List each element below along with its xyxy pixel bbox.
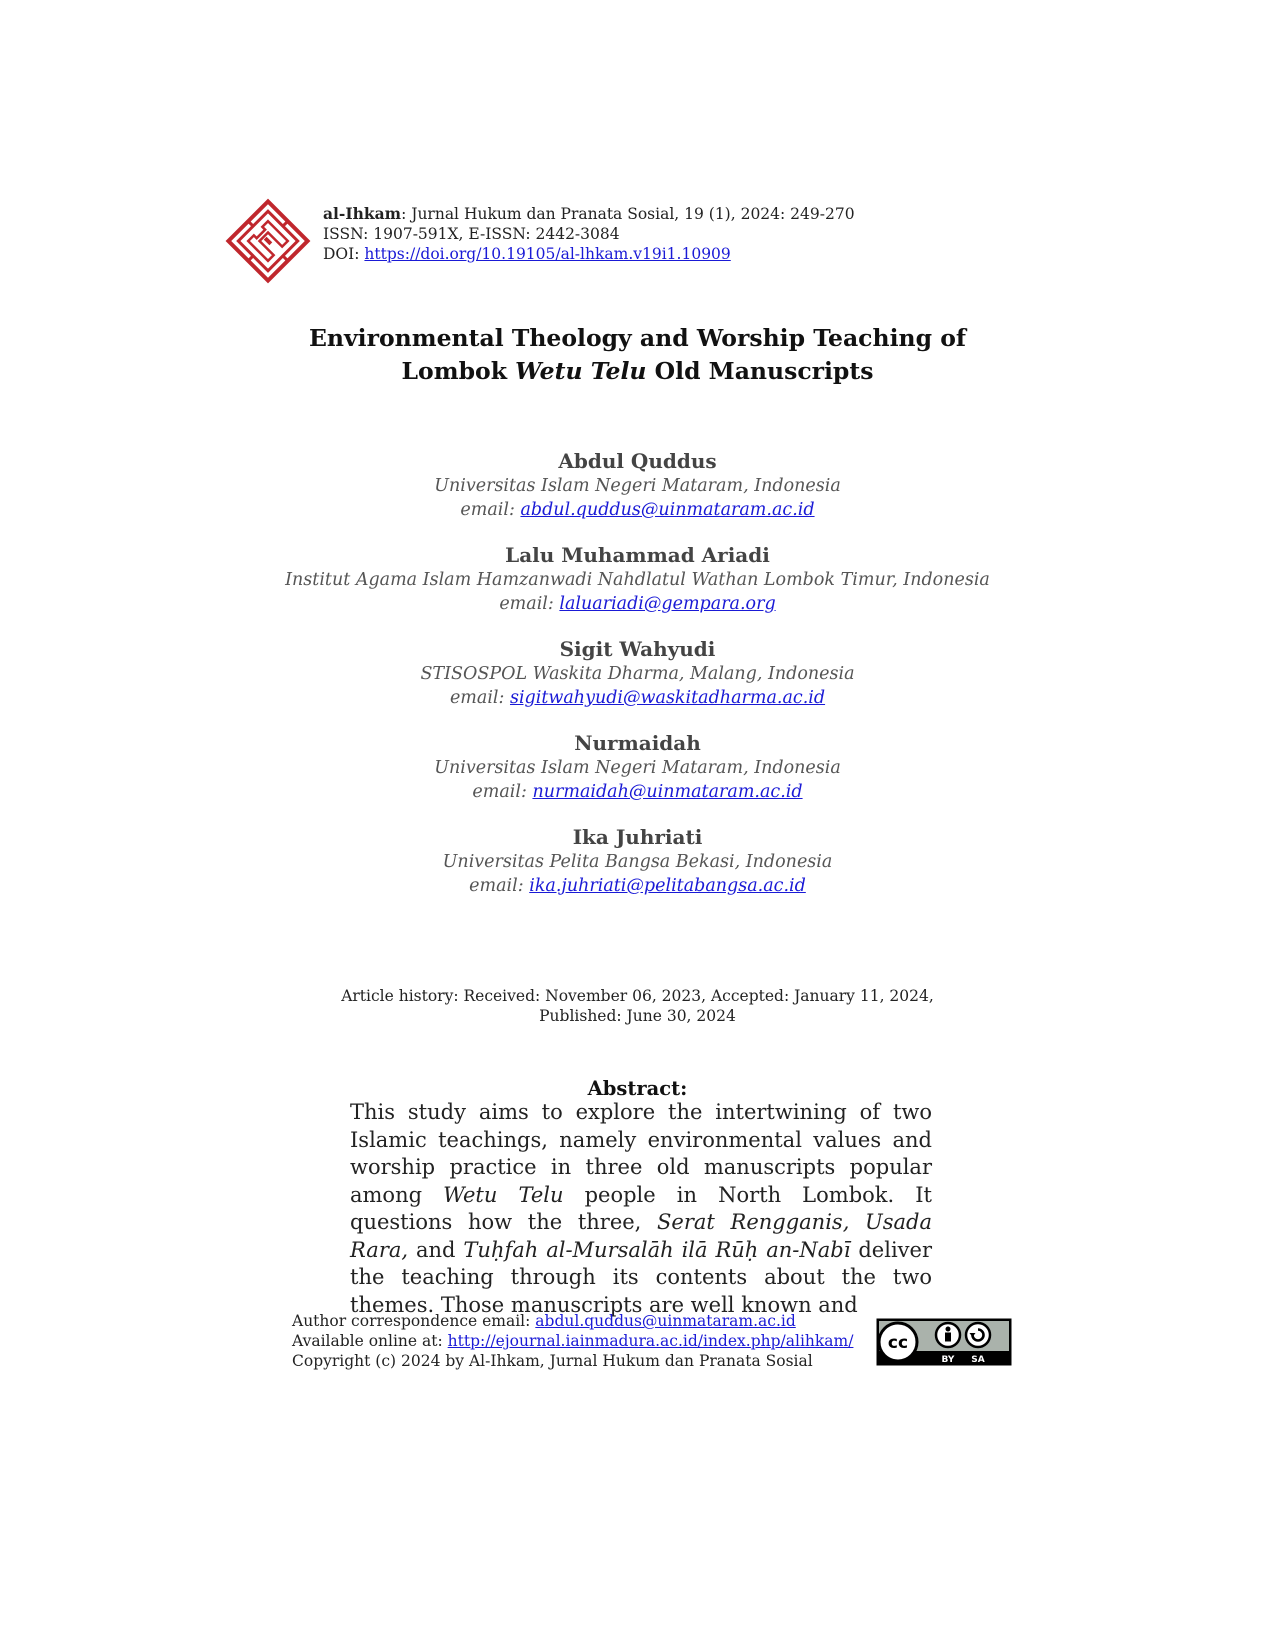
abstract-italic: Tuḥfah al-Mursalāh ilā Rūḥ an-Nabī bbox=[463, 1237, 851, 1262]
journal-logo-icon bbox=[225, 198, 311, 284]
title-line-2: Lombok Wetu Telu Old Manuscripts bbox=[0, 355, 1275, 388]
title-italic-text: Wetu Telu bbox=[515, 357, 647, 385]
paper-title: Environmental Theology and Worship Teach… bbox=[0, 322, 1275, 388]
history-line-2: Published: June 30, 2024 bbox=[539, 1007, 736, 1025]
sa-label: SA bbox=[971, 1355, 984, 1365]
history-line-1: Article history: Received: November 06, … bbox=[341, 987, 934, 1005]
author-block: Abdul Quddus Universitas Islam Negeri Ma… bbox=[0, 448, 1275, 522]
author-block: Ika Juhriati Universitas Pelita Bangsa B… bbox=[0, 824, 1275, 898]
correspondence-email-link[interactable]: abdul.quddus@uinmataram.ac.id bbox=[535, 1312, 796, 1330]
cc-by-sa-license-icon[interactable]: cc BY SA bbox=[876, 1318, 1012, 1366]
email-label: email: bbox=[469, 876, 530, 896]
author-affiliation: Universitas Islam Negeri Mataram, Indone… bbox=[434, 476, 841, 496]
issn-line: ISSN: 1907-591X, E-ISSN: 2442-3084 bbox=[323, 225, 620, 243]
author-email-line: email: abdul.quddus@uinmataram.ac.id bbox=[0, 498, 1275, 522]
journal-volume: : Jurnal Hukum dan Pranata Sosial, 19 (1… bbox=[401, 205, 855, 223]
abstract-italic: Serat Rengganis, Usada Rara, bbox=[350, 1210, 933, 1262]
author-affiliation: Universitas Pelita Bangsa Bekasi, Indone… bbox=[442, 852, 833, 872]
author-email-link[interactable]: sigitwahyudi@waskitadharma.ac.id bbox=[509, 688, 826, 708]
email-label: email: bbox=[460, 500, 521, 520]
author-name: Abdul Quddus bbox=[558, 449, 717, 473]
email-label: email: bbox=[449, 688, 510, 708]
share-alike-icon bbox=[964, 1321, 992, 1349]
article-history: Article history: Received: November 06, … bbox=[0, 986, 1275, 1026]
abstract-segment: deliver the teaching through its content… bbox=[350, 1237, 932, 1317]
author-affiliation: Institut Agama Islam Hamzanwadi Nahdlatu… bbox=[285, 570, 990, 590]
title-line-1: Environmental Theology and Worship Teach… bbox=[309, 324, 966, 352]
author-affiliation: STISOSPOL Waskita Dharma, Malang, Indone… bbox=[420, 664, 855, 684]
doi-line: DOI: https://doi.org/10.19105/al-lhkam.v… bbox=[323, 244, 855, 264]
copyright-line: Copyright (c) 2024 by Al-Ihkam, Jurnal H… bbox=[292, 1352, 813, 1370]
abstract-segment: people in North Lombok. It questions how… bbox=[350, 1182, 932, 1235]
abstract-segment: This study aims to explore the intertwin… bbox=[350, 1100, 932, 1207]
author-name: Lalu Muhammad Ariadi bbox=[505, 543, 770, 567]
author-name: Sigit Wahyudi bbox=[559, 637, 716, 661]
author-email-link[interactable]: laluariadi@gempara.org bbox=[559, 594, 776, 614]
author-block: Nurmaidah Universitas Islam Negeri Matar… bbox=[0, 730, 1275, 804]
author-block: Lalu Muhammad Ariadi Institut Agama Isla… bbox=[0, 542, 1275, 616]
online-label: Available online at: bbox=[292, 1332, 448, 1350]
email-label: email: bbox=[472, 782, 533, 802]
author-email-link[interactable]: abdul.quddus@uinmataram.ac.id bbox=[520, 500, 815, 520]
abstract-italic: Wetu Telu bbox=[443, 1182, 564, 1207]
abstract-segment: and bbox=[408, 1237, 464, 1262]
author-name: Nurmaidah bbox=[574, 731, 701, 755]
author-email-line: email: ika.juhriati@pelitabangsa.ac.id bbox=[0, 874, 1275, 898]
online-line: Available online at: http://ejournal.iai… bbox=[292, 1331, 853, 1351]
author-email-line: email: nurmaidah@uinmataram.ac.id bbox=[0, 780, 1275, 804]
journal-info: al-Ihkam: Jurnal Hukum dan Pranata Sosia… bbox=[323, 204, 855, 264]
author-email-line: email: laluariadi@gempara.org bbox=[0, 592, 1275, 616]
by-label: BY bbox=[942, 1355, 955, 1365]
author-list: Abdul Quddus Universitas Islam Negeri Ma… bbox=[0, 448, 1275, 918]
author-block: Sigit Wahyudi STISOSPOL Waskita Dharma, … bbox=[0, 636, 1275, 710]
doi-label: DOI: bbox=[323, 245, 365, 263]
journal-url-link[interactable]: http://ejournal.iainmadura.ac.id/index.p… bbox=[447, 1332, 854, 1350]
author-name: Ika Juhriati bbox=[572, 825, 703, 849]
author-email-link[interactable]: ika.juhriati@pelitabangsa.ac.id bbox=[529, 876, 806, 896]
correspondence-line: Author correspondence email: abdul.quddu… bbox=[292, 1311, 853, 1331]
journal-citation-line: al-Ihkam: Jurnal Hukum dan Pranata Sosia… bbox=[323, 204, 855, 224]
title-text: Old Manuscripts bbox=[646, 357, 874, 385]
cc-icon-text: cc bbox=[888, 1333, 908, 1353]
abstract-heading: Abstract: bbox=[587, 1077, 688, 1100]
abstract-text: This study aims to explore the intertwin… bbox=[350, 1099, 932, 1319]
author-affiliation: Universitas Islam Negeri Mataram, Indone… bbox=[434, 758, 841, 778]
title-text: Lombok bbox=[401, 357, 516, 385]
email-label: email: bbox=[499, 594, 560, 614]
doi-link[interactable]: https://doi.org/10.19105/al-lhkam.v19i1.… bbox=[364, 245, 731, 263]
author-email-link[interactable]: nurmaidah@uinmataram.ac.id bbox=[532, 782, 803, 802]
page-footer: Author correspondence email: abdul.quddu… bbox=[292, 1311, 853, 1371]
journal-header: al-Ihkam: Jurnal Hukum dan Pranata Sosia… bbox=[225, 198, 925, 284]
author-email-line: email: sigitwahyudi@waskitadharma.ac.id bbox=[0, 686, 1275, 710]
journal-name: al-Ihkam bbox=[323, 204, 402, 223]
correspondence-label: Author correspondence email: bbox=[292, 1312, 536, 1330]
